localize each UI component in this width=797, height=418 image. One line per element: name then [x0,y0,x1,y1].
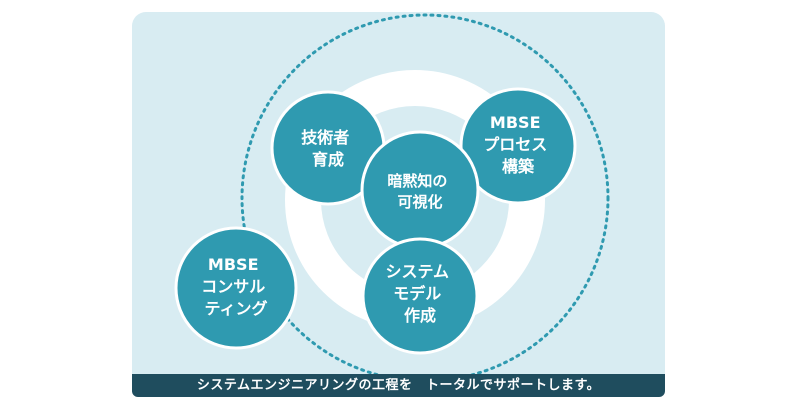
mbse-consulting-line-3: ティング [204,299,267,318]
system-model-line-1: システム [385,262,449,281]
system-model-line-3: 作成 [404,306,436,325]
engineer-training-line-2: 育成 [312,150,344,169]
tacit-knowledge-line-2: 可視化 [397,193,442,211]
svg-text:技術者 育成: 技術者 育成 [301,128,355,169]
mbse-process-line-1: MBSE [490,113,541,132]
circle-engineer-training: 技術者 育成 [270,90,386,206]
tacit-knowledge-line-1: 暗黙知の [387,172,447,190]
circle-mbse-consulting: MBSE コンサル ティング [174,226,298,350]
circle-system-model: システム モデル 作成 [361,237,479,355]
mbse-process-line-2: プロセス [483,135,547,154]
svg-text:暗黙知の 可視化: 暗黙知の 可視化 [387,172,452,211]
engineer-training-line-1: 技術者 [301,128,349,147]
svg-text:MBSE コンサル ティング: MBSE コンサル ティング [201,255,271,318]
mbse-consulting-line-2: コンサル [201,277,265,296]
system-model-line-2: モデル [393,284,441,303]
footer-tagline: システムエンジニアリングの工程を トータルでサポートします。 [132,374,665,397]
svg-text:MBSE プロセス 構築: MBSE プロセス 構築 [483,113,553,176]
circle-mbse-process: MBSE プロセス 構築 [459,87,577,205]
mbse-consulting-line-1: MBSE [208,255,259,274]
svg-text:システム モデル 作成: システム モデル 作成 [385,262,454,325]
circle-tacit-knowledge: 暗黙知の 可視化 [360,130,480,250]
mbse-process-line-3: 構築 [502,157,535,176]
